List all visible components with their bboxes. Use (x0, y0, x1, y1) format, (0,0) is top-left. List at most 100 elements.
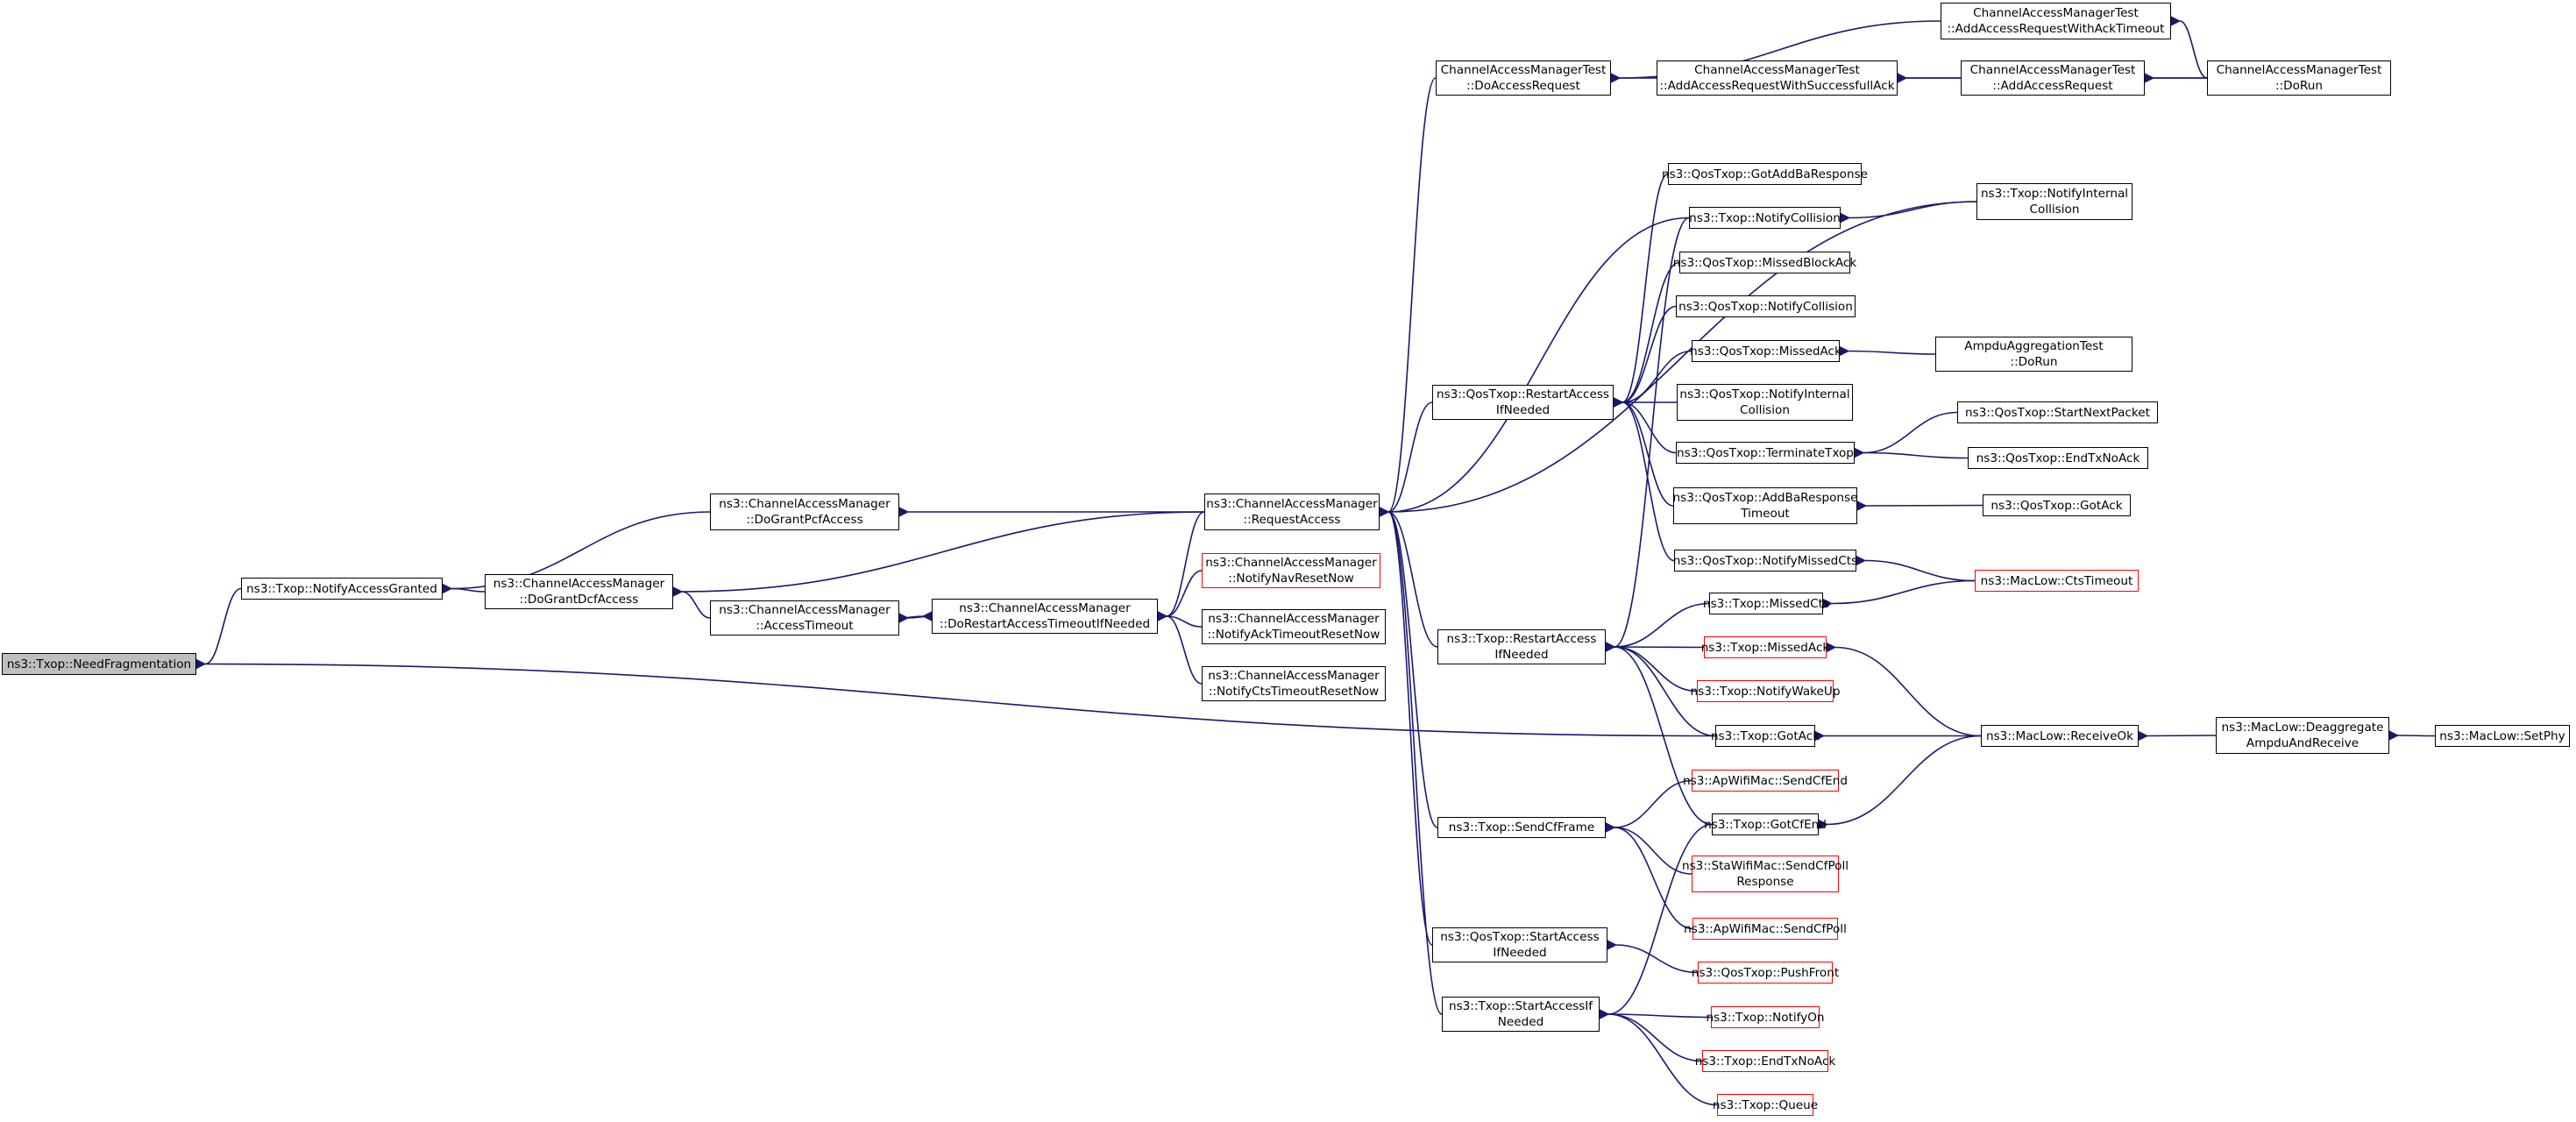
node-label-line: ns3::ChannelAccessManager (1208, 669, 1380, 683)
node-label-line: ns3::Txop::StartAccessIf (1448, 999, 1593, 1013)
graph-node-qosNotifyMissedCts[interactable]: ns3::QosTxop::NotifyMissedCts (1672, 550, 1858, 572)
edge-txopRestart-txGotAck (1605, 641, 1716, 737)
graph-node-requestAccess[interactable]: ns3::ChannelAccessManager::RequestAccess (1204, 494, 1380, 530)
graph-node-sendCf[interactable]: ns3::Txop::SendCfFrame (1437, 817, 1606, 838)
graph-node-qosNotifyColl[interactable]: ns3::QosTxop::NotifyCollision (1676, 295, 1856, 317)
graph-node-notifyAccessGranted[interactable]: ns3::Txop::NotifyAccessGranted (241, 578, 443, 600)
node-label-line: ns3::QosTxop::TerminateTxop (1677, 445, 1854, 460)
node-label-line: ns3::QosTxop::MissedBlockAck (1672, 255, 1857, 270)
node-label-line: ::NotifyCtsTimeoutResetNow (1208, 685, 1380, 699)
graph-node-txNotifyColl[interactable]: ns3::Txop::NotifyCollision (1689, 207, 1841, 229)
graph-node-txMissedAck[interactable]: ns3::Txop::MissedAck (1700, 636, 1830, 658)
graph-node-qosStartNext[interactable]: ns3::QosTxop::StartNextPacket (1957, 401, 2158, 423)
graph-node-txGotAck[interactable]: ns3::Txop::GotAck (1711, 725, 1820, 747)
edge-doRestart-notifyAckTo (1157, 610, 1203, 628)
edge-macReceiveOk-macDeagg (2138, 730, 2217, 742)
graph-node-camtAdd[interactable]: ChannelAccessManagerTest::AddAccessReque… (1961, 60, 2145, 96)
node-label-line: Timeout (1741, 507, 1790, 521)
node-label-line: ns3::ApWifiMac::SendCfPoll (1684, 921, 1847, 936)
edge-camtAckTimeout-camtRun (2170, 15, 2208, 79)
edge-qosRestart-missedBlockAck (1613, 261, 1680, 408)
node-label-line: ns3::QosTxop::GotAddBaResponse (1661, 167, 1869, 181)
edge-requestAccess-txNotifyInt (1379, 201, 1977, 518)
edge-need-txGotAck (195, 658, 1716, 737)
graph-node-qosGotAck[interactable]: ns3::QosTxop::GotAck (1983, 494, 2131, 516)
node-label-line: ::DoGrantPcfAccess (746, 513, 863, 527)
edge-requestAccess-qosRestart (1379, 401, 1433, 518)
node-label-line: Collision (2029, 202, 2080, 217)
graph-node-camtSuccess[interactable]: ChannelAccessManagerTest::AddAccessReque… (1657, 60, 1898, 96)
node-label-line: Collision (1740, 403, 1790, 417)
graph-node-qosPushFront[interactable]: ns3::QosTxop::PushFront (1692, 962, 1839, 984)
graph-node-apSendCfEnd[interactable]: ns3::ApWifiMac::SendCfEnd (1683, 770, 1848, 792)
node-label-line: ChannelAccessManagerTest (1973, 6, 2139, 20)
graph-node-missedBlockAck[interactable]: ns3::QosTxop::MissedBlockAck (1673, 252, 1856, 273)
graph-node-macReceiveOk[interactable]: ns3::MacLow::ReceiveOk (1981, 725, 2139, 747)
graph-node-accessTimeout[interactable]: ns3::ChannelAccessManager::AccessTimeout (710, 600, 899, 636)
node-label-line: ::NotifyAckTimeoutResetNow (1207, 628, 1380, 642)
graph-node-ampduRun[interactable]: AmpduAggregationTest::DoRun (1935, 337, 2132, 372)
graph-node-notifyAckTo[interactable]: ns3::ChannelAccessManager::NotifyAckTime… (1202, 609, 1386, 644)
graph-node-txEndTxNoAck[interactable]: ns3::Txop::EndTxNoAck (1695, 1050, 1835, 1072)
graph-node-macSetPhy[interactable]: ns3::MacLow::SetPhy (2435, 725, 2570, 747)
node-label-line: ::DoRestartAccessTimeoutIfNeeded (939, 617, 1151, 631)
graph-node-txMissedCts[interactable]: ns3::Txop::MissedCts (1703, 593, 1829, 614)
graph-node-qosTerminate[interactable]: ns3::QosTxop::TerminateTxop (1676, 442, 1855, 464)
node-label-line: Needed (1497, 1015, 1544, 1029)
edge-qosRestart-qosMissedAck (1613, 350, 1692, 408)
graph-node-camtRun[interactable]: ChannelAccessManagerTest::DoRun (2207, 60, 2391, 96)
edge-qosAddBaTimeout-qosGotAck (1856, 501, 1983, 512)
node-label-line: ChannelAccessManagerTest (1969, 63, 2136, 77)
graph-node-txQueue[interactable]: ns3::Txop::Queue (1713, 1094, 1818, 1116)
graph-node-camtAckTimeout[interactable]: ChannelAccessManagerTest::AddAccessReque… (1941, 3, 2171, 39)
graph-node-txGotCfEnd[interactable]: ns3::Txop::GotCfEnd (1704, 813, 1827, 835)
node-label-line: ::DoRun (2010, 355, 2058, 369)
node-label-line: ns3::MacLow::CtsTimeout (1980, 573, 2133, 588)
node-label-line: ChannelAccessManagerTest (1694, 63, 1860, 77)
edge-qosTerminate-qosEndTxNoAck (1854, 447, 1969, 459)
edge-qosRestart-qosTerminate (1613, 396, 1677, 454)
node-label-line: ns3::Txop::NotifyOn (1706, 1010, 1825, 1025)
node-label-line: ::DoRun (2274, 79, 2323, 93)
edge-txopStart-txNotifyOn (1599, 1008, 1712, 1019)
graph-node-apSendCfPoll[interactable]: ns3::ApWifiMac::SendCfPoll (1684, 918, 1847, 940)
graph-node-qosMissedAck[interactable]: ns3::QosTxop::MissedAck (1690, 340, 1842, 362)
graph-node-camtDoAccess[interactable]: ChannelAccessManagerTest::DoAccessReques… (1436, 60, 1611, 96)
node-label-line: ns3::QosTxop::NotifyMissedCts (1672, 553, 1858, 568)
edge-qosTerminate-qosStartNext (1854, 411, 1958, 458)
graph-node-macCtsTimeout[interactable]: ns3::MacLow::CtsTimeout (1975, 570, 2139, 592)
graph-node-notifyCtsTo[interactable]: ns3::ChannelAccessManager::NotifyCtsTime… (1202, 666, 1386, 701)
edge-doRestart-notifyCtsTo (1157, 610, 1203, 685)
graph-node-doGrantPcf[interactable]: ns3::ChannelAccessManager::DoGrantPcfAcc… (710, 494, 899, 530)
graph-node-gotAddBa[interactable]: ns3::QosTxop::GotAddBaResponse (1662, 163, 1868, 185)
edge-requestAccess-txNotifyColl (1379, 217, 1690, 518)
graph-node-need[interactable]: ns3::Txop::NeedFragmentation (2, 653, 196, 675)
graph-node-qosEndTxNoAck[interactable]: ns3::QosTxop::EndTxNoAck (1968, 447, 2148, 469)
node-label-line: ::AddAccessRequestWithSuccessfullAck (1659, 79, 1895, 93)
graph-node-txNotifyWake[interactable]: ns3::Txop::NotifyWakeUp (1691, 680, 1840, 702)
graph-node-txNotifyOn[interactable]: ns3::Txop::NotifyOn (1706, 1006, 1825, 1028)
edge-notifyAccessGranted-doGrantDcf (442, 583, 486, 594)
edge-txopRestart-txMissedAck (1605, 641, 1705, 652)
edge-txMissedCts-macCtsTimeout (1822, 579, 1976, 609)
graph-node-doGrantDcf[interactable]: ns3::ChannelAccessManager::DoGrantDcfAcc… (485, 574, 673, 609)
edge-doGrantDcf-requestAccess (672, 511, 1205, 598)
node-label-line: ns3::ApWifiMac::SendCfEnd (1683, 773, 1848, 788)
node-label-line: AmpduAggregationTest (1964, 339, 2104, 353)
graph-node-notifyNav[interactable]: ns3::ChannelAccessManager::NotifyNavRese… (1202, 553, 1380, 588)
graph-node-doRestart[interactable]: ns3::ChannelAccessManager::DoRestartAcce… (932, 599, 1158, 634)
node-label-line: ns3::MacLow::Deaggregate (2221, 721, 2384, 735)
node-label-line: ns3::Txop::MissedAck (1700, 640, 1830, 655)
node-label-line: ::DoAccessRequest (1466, 79, 1580, 93)
node-label-line: ns3::Txop::NotifyCollision (1689, 210, 1841, 225)
node-label-line: IfNeeded (1495, 403, 1551, 417)
